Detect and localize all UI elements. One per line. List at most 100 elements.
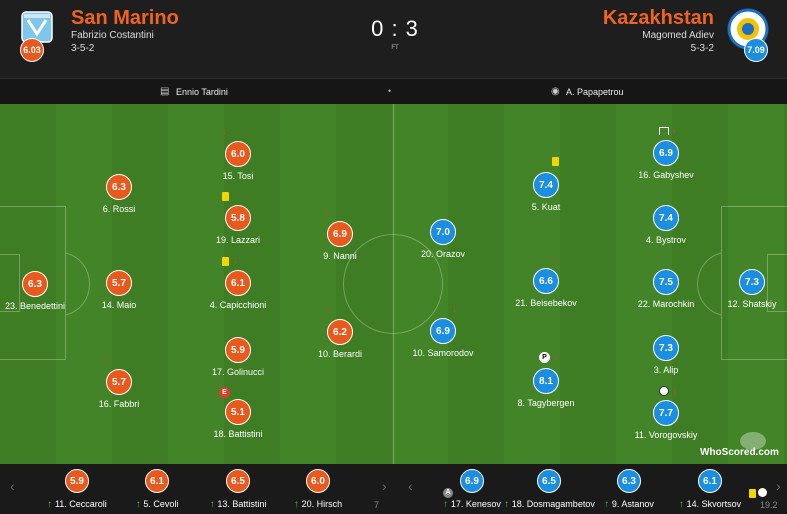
player-golinucci[interactable]: 5.9 17. Golinucci: [193, 337, 283, 377]
player-rating: 6.9: [430, 318, 456, 344]
subbed-off-icon: ↓: [672, 386, 677, 397]
away-bench-overflow-minute: 19.2: [760, 500, 778, 510]
player-name: 9. Nanni: [323, 251, 357, 261]
player-name: 16. Gabyshev: [638, 170, 694, 180]
subbed-off-icon: ↓: [553, 352, 558, 363]
player-rating: 6.9: [327, 221, 353, 247]
sub-battistini[interactable]: 6.5 ↑ 13. Battistini: [193, 469, 283, 510]
subbed-off-icon: ↓: [233, 255, 238, 266]
player-rating: 5.9: [65, 469, 89, 493]
player-name: 21. Beisebekov: [515, 298, 577, 308]
player-rating: 8.1: [533, 368, 559, 394]
subbed-off-icon: ↓: [102, 354, 107, 365]
subbed-on-icon: ↑: [293, 499, 302, 510]
away-team-name[interactable]: Kazakhstan: [602, 7, 714, 29]
away-coach: Magomed Adiev: [642, 30, 714, 41]
player-rossi[interactable]: 6.3 6. Rossi: [74, 174, 164, 214]
sub-ceccaroli[interactable]: 5.9 ↑ 11. Ceccaroli: [32, 469, 122, 510]
player-battistini[interactable]: 5.1 18. Battistini: [193, 399, 283, 439]
player-name: 22. Marochkin: [637, 299, 695, 309]
home-formation: 3-5-2: [71, 43, 95, 54]
right-penalty-box: [721, 206, 787, 360]
player-rating: 6.3: [617, 469, 641, 493]
home-crest-icon: [20, 10, 54, 44]
player-rating: 6.0: [225, 141, 251, 167]
subbed-on-icon: ↑: [135, 499, 144, 510]
away-formation: 5-3-2: [690, 43, 714, 54]
player-rating: 5.9: [225, 337, 251, 363]
sub-kenesov[interactable]: 6.9 ↑ 17. Kenesov: [427, 469, 517, 510]
player-beisebekov[interactable]: 6.6 21. Beisebekov: [501, 268, 591, 308]
subbed-off-icon: ↓: [672, 124, 677, 135]
player-fabbri[interactable]: 5.7 16. Fabbri: [74, 369, 164, 409]
yellow-card-icon: [222, 192, 229, 201]
player-name: 8. Tagybergen: [517, 398, 575, 408]
subbed-off-icon: ↓: [452, 304, 457, 315]
player-marochkin[interactable]: 7.5 22. Marochkin: [621, 269, 711, 309]
whoscored-logo-icon: [740, 432, 766, 450]
subbed-on-icon: ↑: [47, 499, 55, 510]
player-rating: 6.3: [106, 174, 132, 200]
subbed-off-icon: ↓: [553, 255, 558, 266]
chevron-right-icon[interactable]: ›: [776, 478, 781, 494]
player-rating: 6.2: [327, 319, 353, 345]
player-name: 23. Benedettini: [4, 301, 66, 311]
player-rating: 5.8: [225, 205, 251, 231]
sub-hirsch[interactable]: 6.0 ↑ 20. Hirsch: [273, 469, 363, 510]
penalty-icon: P: [539, 352, 550, 363]
venue-bar: ▤ Ennio Tardini • ◉ A. Papapetrou: [0, 78, 787, 104]
player-nanni[interactable]: 6.9 9. Nanni: [295, 221, 385, 261]
player-name: 11. Vorogovskiy: [634, 430, 698, 440]
player-name: 6. Rossi: [102, 204, 136, 214]
player-orazov[interactable]: 7.0 20. Orazov: [398, 219, 488, 259]
center-circle: [343, 234, 443, 334]
home-team-name[interactable]: San Marino: [71, 7, 179, 29]
player-tosi[interactable]: 6.0 15. Tosi: [193, 141, 283, 181]
player-tagybergen[interactable]: 8.1 8. Tagybergen: [501, 368, 591, 408]
player-vorogovskiy[interactable]: 7.7 11. Vorogovskiy: [621, 400, 711, 440]
player-name: 15. Tosi: [222, 171, 254, 181]
whistle-icon: ◉: [551, 86, 560, 97]
player-rating: 6.0: [306, 469, 330, 493]
player-benedettini[interactable]: 6.3 23. Benedettini: [0, 271, 80, 311]
player-gabyshev[interactable]: 6.9 16. Gabyshev: [621, 140, 711, 180]
player-name: 11. Ceccaroli: [54, 499, 107, 509]
away-team-rating: 7.09: [744, 38, 768, 62]
player-bystrov[interactable]: 7.4 4. Bystrov: [621, 205, 711, 245]
player-rating: 6.9: [653, 140, 679, 166]
player-name: 12. Shatskiy: [727, 299, 777, 309]
player-name: 5. Cevoli: [143, 499, 179, 509]
player-name: 5. Kuat: [531, 202, 561, 212]
player-alip[interactable]: 7.3 3. Alip: [621, 335, 711, 375]
chevron-left-icon[interactable]: ‹: [408, 478, 413, 494]
sub-astanov[interactable]: 6.3 ↑ 9. Astanov: [584, 469, 674, 510]
player-maio[interactable]: 5.7 14. Maio: [74, 270, 164, 310]
player-kuat[interactable]: 7.4 5. Kuat: [501, 172, 591, 212]
player-berardi[interactable]: 6.2 10. Berardi: [295, 319, 385, 359]
sub-skvortsov[interactable]: 6.1 ↑ 14. Skvortsov: [665, 469, 755, 510]
player-lazzari[interactable]: 5.8 19. Lazzari: [193, 205, 283, 245]
player-name: 13. Battistini: [217, 499, 267, 509]
pitch: 6.3 23. Benedettini 6.3 6. Rossi 5.7 14.…: [0, 104, 787, 464]
player-name: 10. Berardi: [317, 349, 363, 359]
referee-name: A. Papapetrou: [566, 87, 624, 97]
home-bench-overflow-minute: 7: [374, 500, 380, 510]
player-shatskiy[interactable]: 7.3 12. Shatskiy: [707, 269, 787, 309]
assist-icon: A: [443, 488, 453, 498]
player-capicchioni[interactable]: 6.1 4. Capicchioni: [193, 270, 283, 310]
subbed-on-icon: ↑: [504, 499, 512, 510]
subbed-on-icon: ↑: [209, 499, 218, 510]
goal-ball-icon: [758, 488, 767, 497]
sub-dosmagambetov[interactable]: 6.5 ↑ 18. Dosmagambetov: [504, 469, 595, 510]
sub-cevoli[interactable]: 6.1 ↑ 5. Cevoli: [112, 469, 202, 510]
player-rating: 6.5: [226, 469, 250, 493]
player-name: 14. Skvortsov: [686, 499, 742, 509]
match-status: FT: [391, 45, 399, 51]
subbed-off-icon: ↓: [324, 304, 329, 315]
right-goal-box: [767, 254, 787, 312]
chevron-right-icon[interactable]: ›: [382, 478, 387, 494]
yellow-card-icon: [222, 257, 229, 266]
player-samorodov[interactable]: 6.9 10. Samorodov: [398, 318, 488, 358]
player-name: 4. Capicchioni: [209, 300, 267, 310]
chevron-left-icon[interactable]: ‹: [10, 478, 15, 494]
